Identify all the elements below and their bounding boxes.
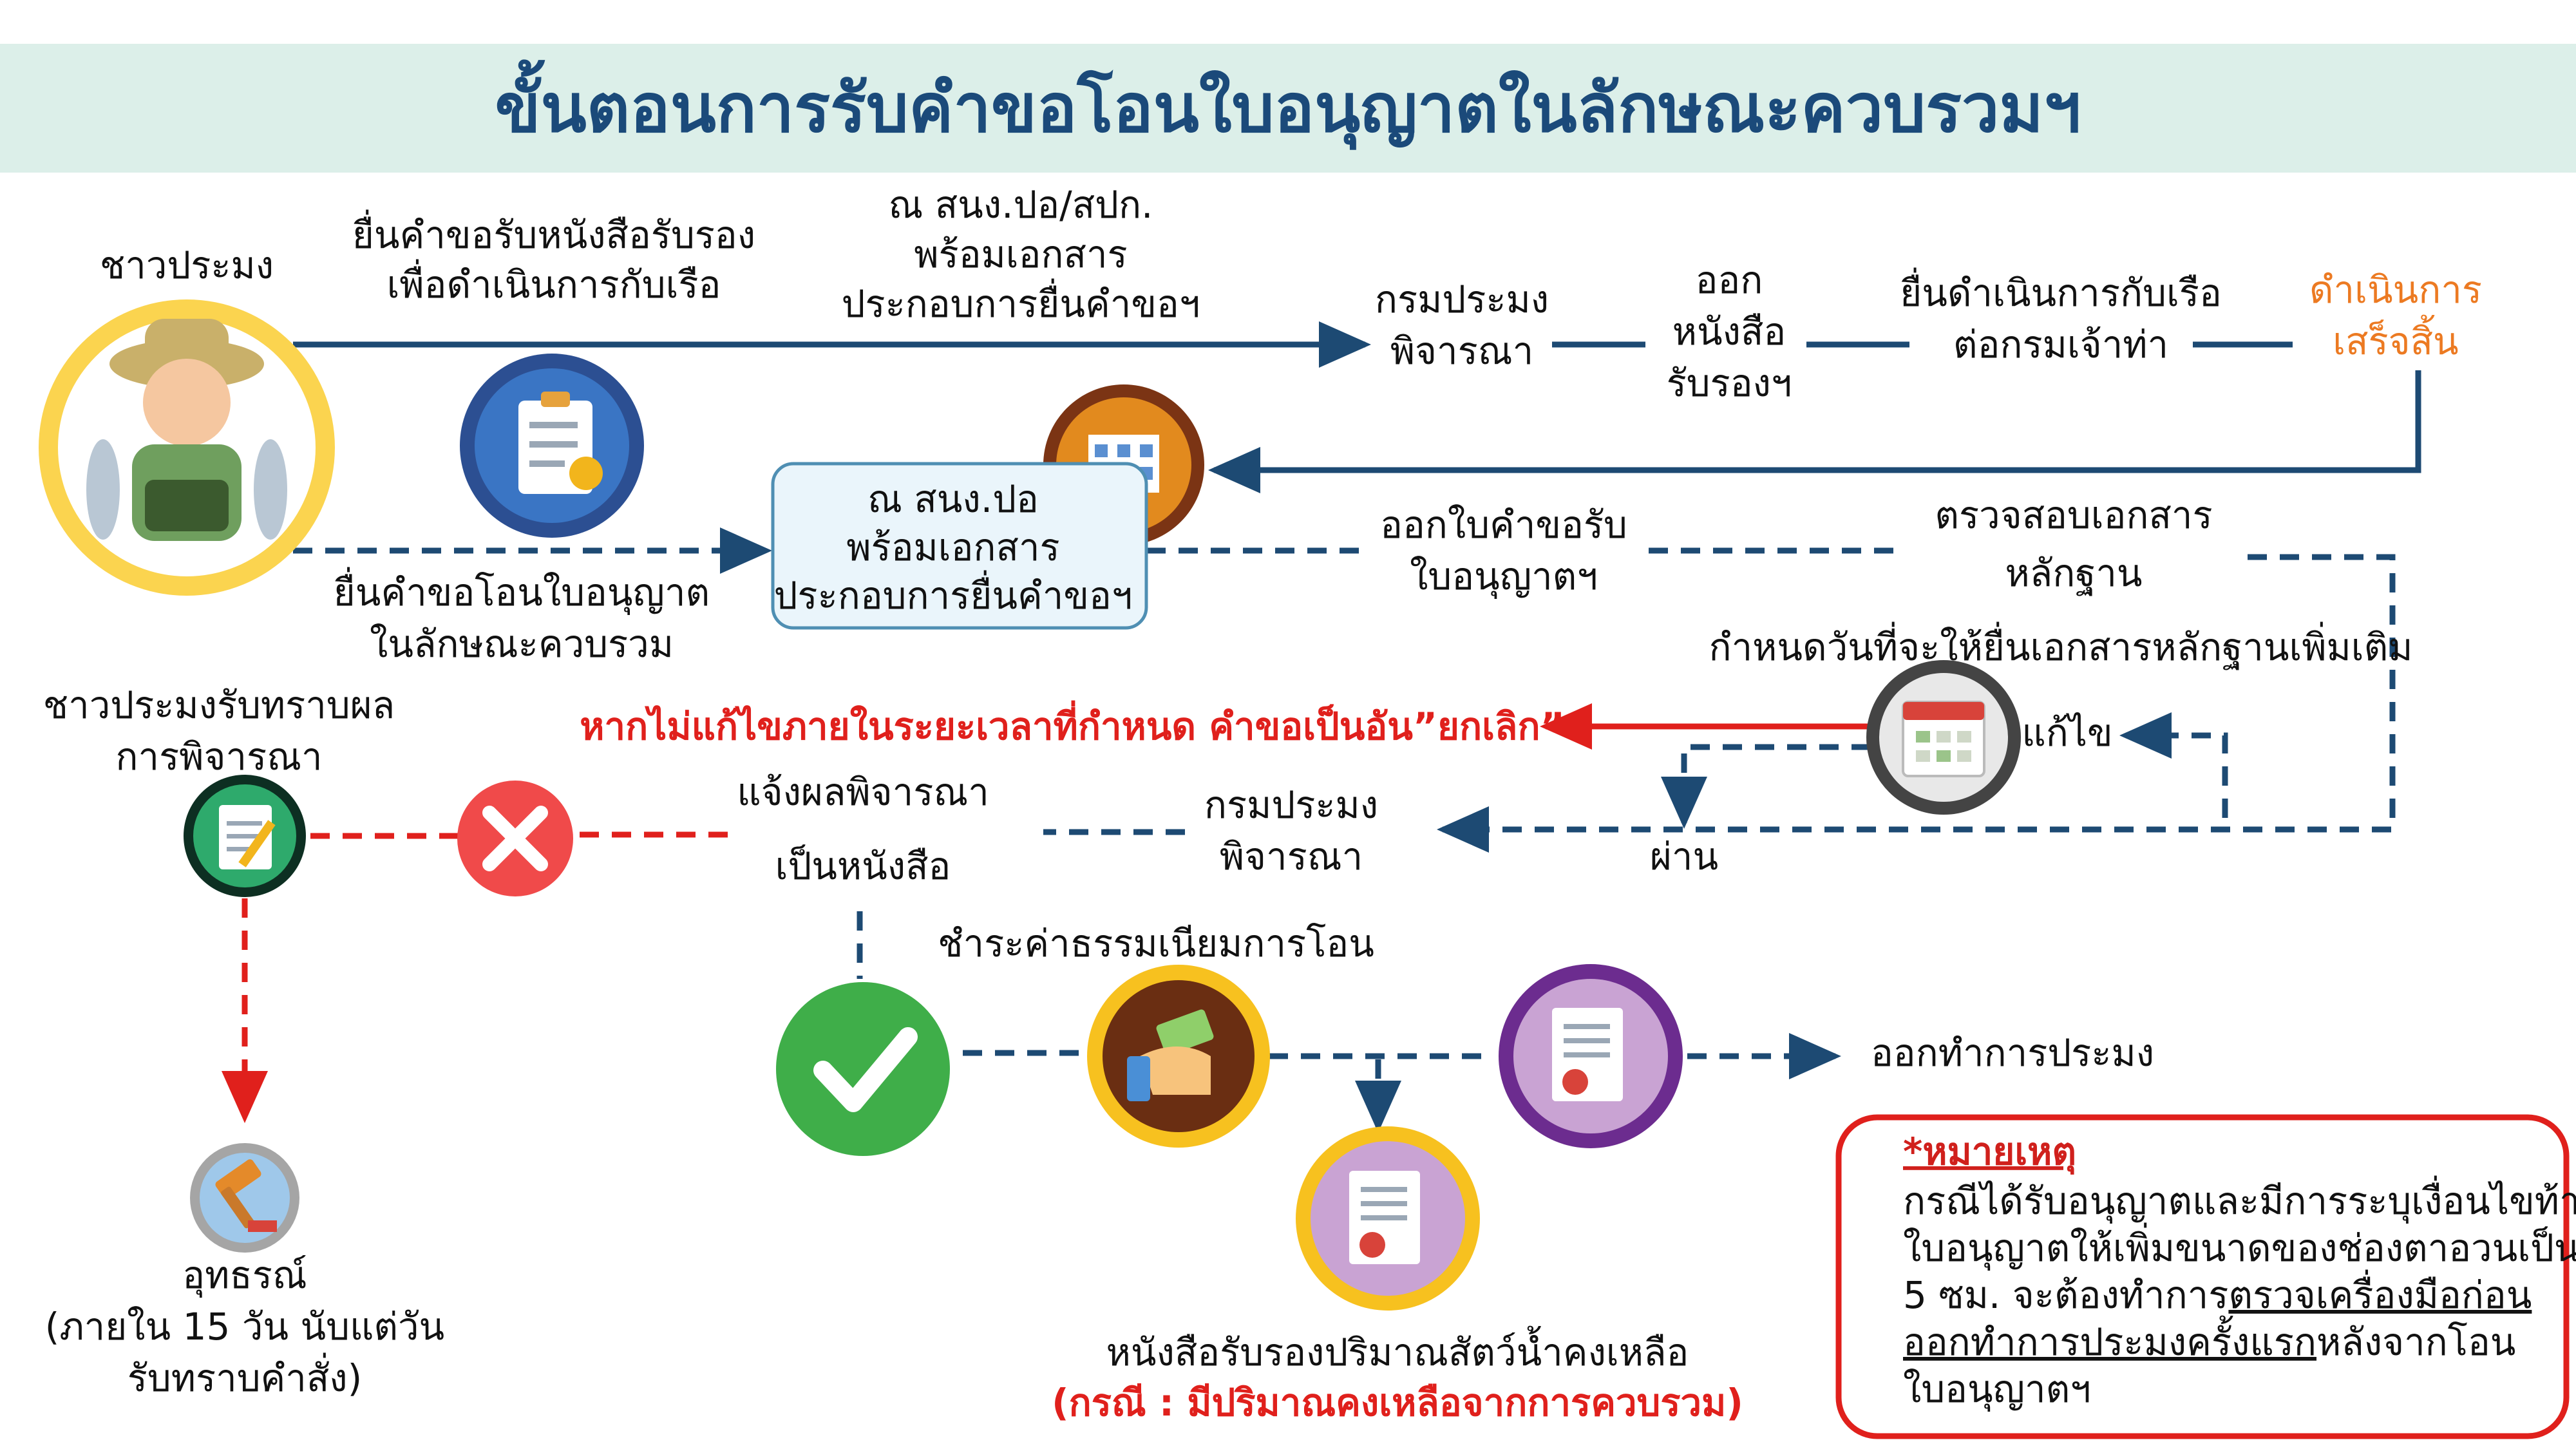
note-line: กรณีได้รับอนุญาตและมีการระบุเงื่อนไขท้าย xyxy=(1903,1175,2576,1224)
x-mark-icon xyxy=(457,781,573,896)
appeal-label: อุทธรณ์ xyxy=(182,1253,307,1298)
title-band: ขั้นตอนการรับคำขอโอนใบอนุญาตในลักษณะควบร… xyxy=(0,44,2576,173)
note-line: ใบอนุญาตฯ xyxy=(1903,1367,2091,1412)
note-line: 5 ซม. จะต้องทำการตรวจเครื่องมือก่อน xyxy=(1903,1269,2532,1317)
clipboard-check-icon xyxy=(460,354,644,538)
office-submission-box xyxy=(771,462,1148,630)
office-docs-label: พร้อมเอกสาร xyxy=(914,232,1127,276)
deadline-label: กำหนดวันที่จะให้ยื่นเอกสารหลักฐานเพิ่มเต… xyxy=(1709,621,2412,670)
submit-cert-label: ยื่นคำขอรับหนังสือรับรอง xyxy=(352,209,755,257)
appeal-label: รับทราบคำสั่ง) xyxy=(128,1352,362,1400)
go-fishing-label: ออกทำการประมง xyxy=(1871,1031,2154,1075)
document-edit-icon xyxy=(184,775,306,897)
note-underlined-part: ตรวจเครื่องมือก่อน xyxy=(2228,1269,2532,1317)
done-label: เสร็จสิ้น xyxy=(2333,315,2458,363)
receipt-label: ใบอนุญาตฯ xyxy=(1410,554,1598,600)
harbor-label: ต่อกรมเจ้าท่า xyxy=(1953,323,2168,366)
appeal-label: (ภายใน 15 วัน นับแต่วัน xyxy=(45,1305,444,1349)
note-line-part: หลังจากโอน xyxy=(2316,1320,2515,1364)
dept-review-label: กรมประมง xyxy=(1375,278,1549,321)
note-line-part: 5 ซม. จะต้องทำการ xyxy=(1903,1273,2228,1317)
connector-done-return xyxy=(1208,370,2421,493)
check-docs-label: หลักฐาน xyxy=(2005,551,2142,596)
submit-transfer-label: ในลักษณะควบรวม xyxy=(370,622,674,666)
submit-transfer-label: ยื่นคำขอโอนใบอนุญาต xyxy=(334,567,710,616)
page-title: ขั้นตอนการรับคำขอโอนใบอนุญาตในลักษณะควบร… xyxy=(495,69,2081,147)
fisherman-label: ชาวประมง xyxy=(100,243,274,287)
done-label: ดำเนินการ xyxy=(2309,268,2482,312)
connectors xyxy=(222,321,2421,1133)
result-receiver-label: การพิจารณา xyxy=(115,735,322,779)
connector-fix-loop xyxy=(2119,712,2228,818)
note-underlined-part: ออกทำการประมงครั้งแรก xyxy=(1903,1316,2316,1364)
submit-cert-label: เพื่อดำเนินการกับเรือ xyxy=(387,259,721,307)
fisherman-avatar xyxy=(39,299,335,596)
dept-review2-label: กรมประมง xyxy=(1204,783,1378,827)
note-line: ใบอนุญาตให้เพิ่มขนาดของช่องตาอวนเป็น xyxy=(1903,1222,2576,1271)
issue-cert-label: รับรองฯ xyxy=(1667,361,1792,405)
office-docs-label: ณ สนง.ปอ/สปก. xyxy=(888,183,1153,227)
check-docs-label: ตรวจสอบเอกสาร xyxy=(1935,493,2212,537)
office-box-label: พร้อมเอกสาร xyxy=(846,526,1059,569)
office-box-label: ประกอบการยื่นคำขอฯ xyxy=(774,570,1133,618)
receipt-label: ออกใบคำขอรับ xyxy=(1380,503,1627,547)
remaining-cert-label: หนังสือรับรองปริมาณสัตว์น้ำคงเหลือ xyxy=(1106,1326,1689,1374)
notify-label: แจ้งผลพิจารณา xyxy=(737,770,989,814)
calendar-icon xyxy=(1866,660,2021,815)
cancel-warning: หากไม่แก้ไขภายในระยะเวลาที่กำหนด คำขอเป็… xyxy=(580,700,1564,748)
pass-label: ผ่าน xyxy=(1650,835,1718,878)
note-line: ออกทำการประมงครั้งแรกหลังจากโอน xyxy=(1903,1316,2515,1364)
gavel-icon xyxy=(190,1143,299,1253)
fee-label: ชำระค่าธรรมเนียมการโอน xyxy=(938,922,1374,965)
note-heading: *หมายเหตุ xyxy=(1903,1130,2076,1175)
result-receiver-label: ชาวประมงรับทราบผล xyxy=(43,683,395,727)
connector-calendar-pass xyxy=(1661,744,1871,829)
fix-label: แก้ไข xyxy=(2022,711,2112,755)
issue-cert-label: ออก xyxy=(1696,258,1763,302)
issue-cert-label: หนังสือ xyxy=(1672,310,1786,354)
dept-review2-label: พิจารณา xyxy=(1220,835,1363,878)
office-docs-label: ประกอบการยื่นคำขอฯ xyxy=(842,278,1200,326)
check-mark-icon xyxy=(776,982,950,1156)
office-box-label: ณ สนง.ปอ xyxy=(867,477,1039,521)
labels: ชาวประมง ยื่นคำขอรับหนังสือรับรอง เพื่อด… xyxy=(43,183,2576,1425)
certificate-icon xyxy=(1499,964,1683,1148)
note-box xyxy=(1835,1114,2570,1439)
notify-label: เป็นหนังสือ xyxy=(775,844,951,888)
certificate-icon xyxy=(1296,1126,1480,1311)
money-hand-icon xyxy=(1087,965,1270,1148)
connector-check-down xyxy=(1437,554,2396,853)
harbor-label: ยื่นดำเนินการกับเรือ xyxy=(1900,267,2222,315)
dept-review-label: พิจารณา xyxy=(1390,329,1533,373)
remaining-case-label: (กรณี : มีปริมาณคงเหลือจากการควบรวม) xyxy=(1052,1381,1743,1425)
